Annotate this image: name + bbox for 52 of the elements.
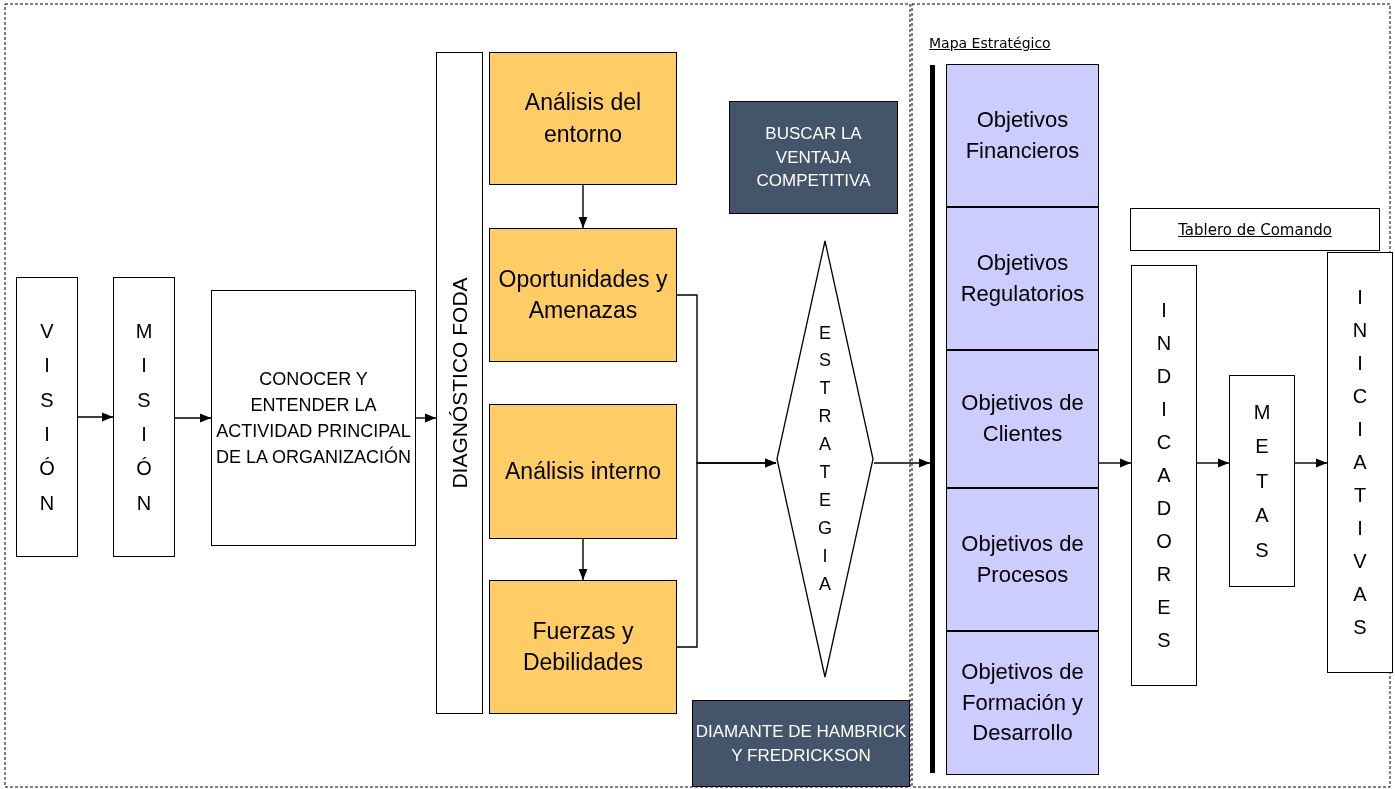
analysis-box xyxy=(489,580,677,714)
box-text: Análisis interno xyxy=(505,456,661,486)
process-box xyxy=(1229,375,1295,587)
process-box xyxy=(1131,265,1197,686)
arrow xyxy=(676,458,777,648)
arrow xyxy=(1098,458,1132,468)
note-box xyxy=(729,101,898,214)
arrow xyxy=(174,413,212,423)
section-heading: Mapa Estratégico xyxy=(929,35,1051,51)
arrow xyxy=(873,458,931,468)
box-text: Objetivos de Procesos xyxy=(960,529,1085,589)
box-text: DIAMANTE DE HAMBRICK Y FREDRICKSON xyxy=(694,720,908,767)
box-text: MISIÓN xyxy=(135,318,153,516)
box-text: Fuerzas y Debilidades xyxy=(521,616,645,677)
note-box xyxy=(692,700,910,787)
box-text: METAS xyxy=(1253,400,1271,563)
analysis-box xyxy=(489,52,677,185)
analysis-box xyxy=(489,404,677,539)
box-text: VISIÓN xyxy=(39,318,55,516)
process-box xyxy=(211,290,416,546)
box-text: Objetivos Financieros xyxy=(964,105,1081,165)
title-box xyxy=(1130,208,1380,251)
box-text: BUSCAR LA VENTAJA COMPETITIVA xyxy=(755,122,872,193)
process-box xyxy=(1327,252,1393,673)
process-box xyxy=(436,52,483,714)
process-box xyxy=(16,277,78,557)
box-text: Oportunidades y Amenazas xyxy=(497,264,669,325)
box-text: Análisis del entorno xyxy=(523,88,643,149)
box-text: CONOCER Y ENTENDER LA ACTIVIDAD PRINCIPAL DE LA ORGANIZACIÓN xyxy=(214,367,412,470)
arrow xyxy=(415,413,437,423)
analysis-box xyxy=(489,228,677,362)
objective-box xyxy=(946,207,1099,350)
arrow xyxy=(1196,458,1230,468)
bracket-bar xyxy=(930,65,935,773)
box-text: INICIATIVAS xyxy=(1352,285,1368,640)
objective-box xyxy=(946,631,1099,775)
box-text: Objetivos Regulatorios xyxy=(959,248,1086,308)
box-text: INDICADORES xyxy=(1156,298,1172,653)
box-text: Tablero de Comando xyxy=(1178,220,1332,239)
objective-box xyxy=(946,64,1099,207)
box-text: DIAGNÓSTICO FODA xyxy=(447,277,472,489)
arrow xyxy=(77,412,114,422)
decision-diamond xyxy=(776,240,874,678)
objective-box xyxy=(946,350,1099,488)
arrow xyxy=(1294,458,1328,468)
box-text: ESTRATEGIA xyxy=(818,321,832,596)
box-text: Objetivos de Clientes xyxy=(960,389,1085,448)
box-text: Objetivos de Formación y Desarrollo xyxy=(960,657,1085,748)
arrow xyxy=(578,184,588,229)
arrow xyxy=(578,538,588,581)
process-box xyxy=(113,277,175,557)
objective-box xyxy=(946,488,1099,631)
